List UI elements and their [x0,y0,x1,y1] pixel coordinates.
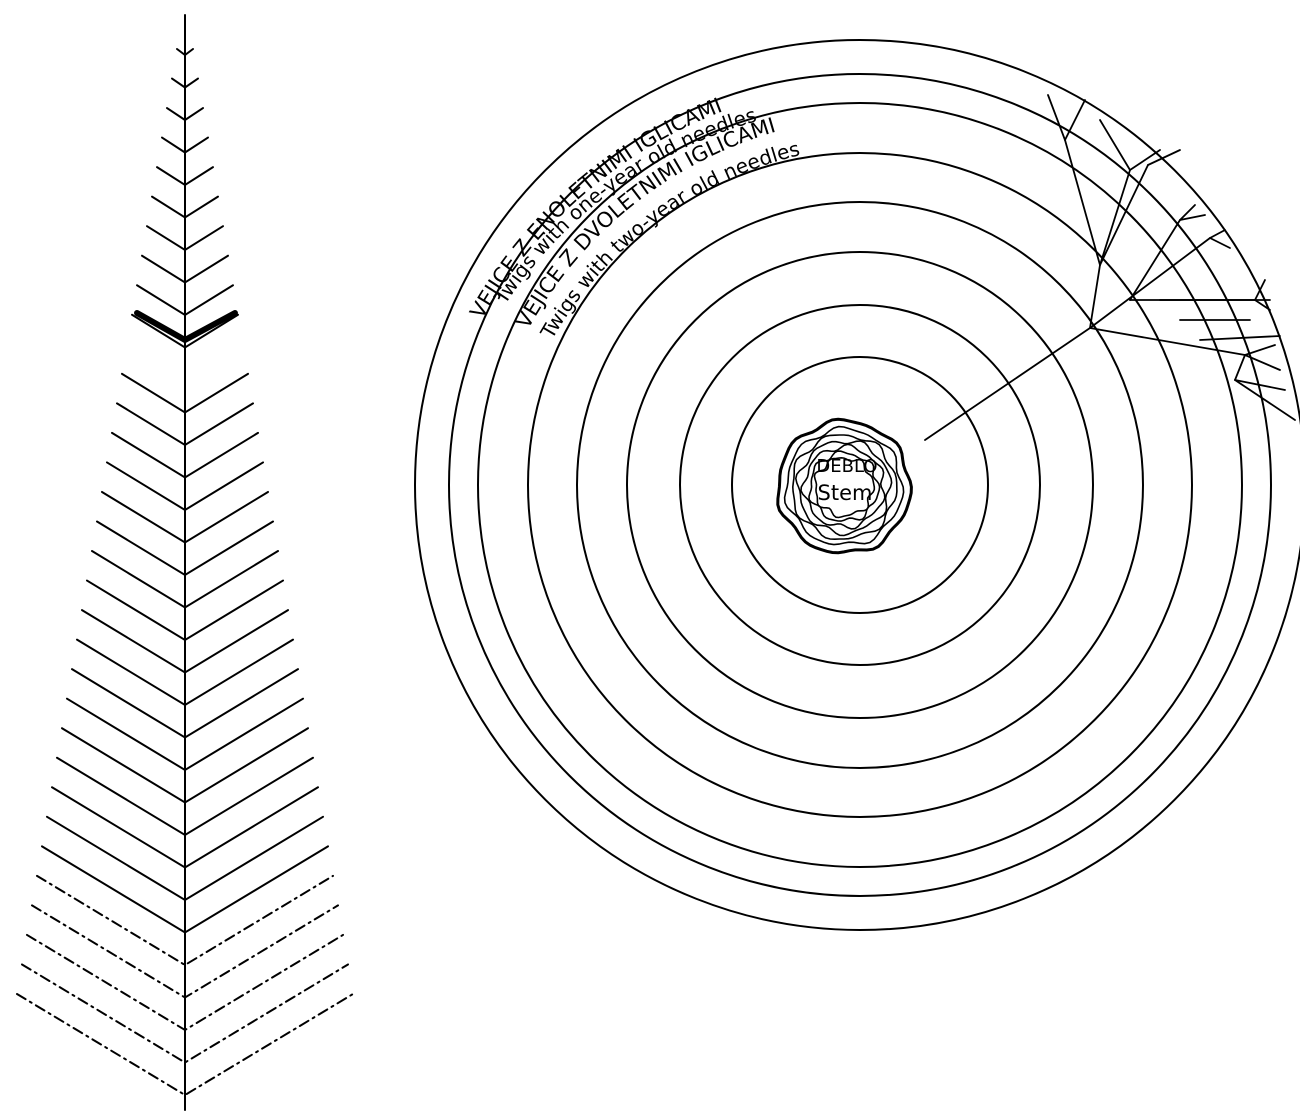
twig-line [1210,230,1225,238]
twig-line [1100,170,1130,265]
twig-line [1130,220,1180,300]
twig-line [1245,355,1280,370]
twig-line [1090,238,1210,328]
twig-line [1245,345,1275,355]
twig-line [1235,355,1245,380]
stem-label-sl: DEBLO [816,456,877,477]
twig-line [1130,150,1160,170]
stem-label-en: Stem [818,481,873,505]
twig-line [1148,150,1180,165]
main-branch [925,328,1090,440]
tree-side-view [17,15,353,1110]
twig-line [1048,95,1065,140]
twig-line [1090,265,1100,328]
twig-line [1065,140,1100,265]
twig-line [1100,165,1148,265]
twig-line [1210,238,1230,248]
twig-line [1090,328,1245,355]
